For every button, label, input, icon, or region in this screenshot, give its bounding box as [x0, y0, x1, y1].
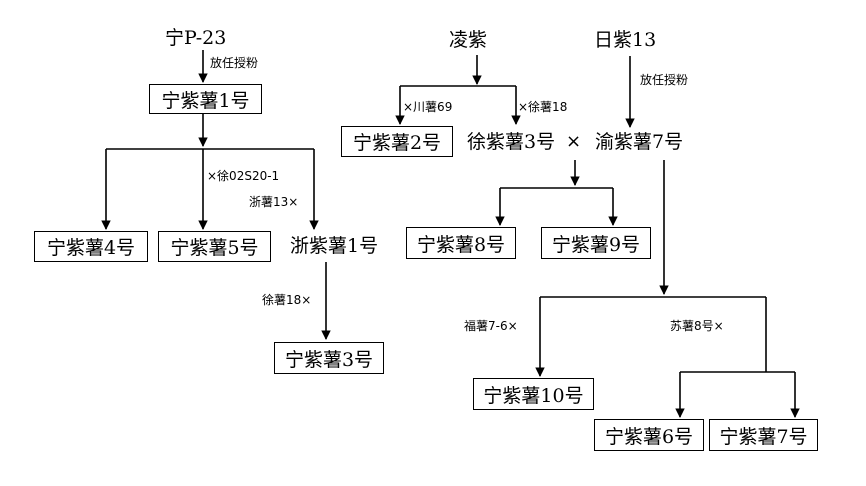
label-xushu-18-x: 徐薯18×: [262, 293, 312, 307]
node-ning-zi-9: 宁紫薯9号: [541, 227, 651, 259]
label-x-chuanshu-69: ×川薯69: [403, 100, 453, 114]
node-ning-zi-6: 宁紫薯6号: [594, 419, 704, 451]
node-yu-zi-7: 渝紫薯7号: [595, 131, 684, 153]
label-open-pollination-left: 放任授粉: [210, 56, 259, 70]
label-sushu-8-x: 苏薯8号×: [670, 319, 724, 333]
label-fushu-7-6-x: 福薯7-6×: [464, 319, 518, 333]
node-ling-zi: 凌紫: [449, 29, 488, 51]
label-x-xushu-18: ×徐薯18: [518, 100, 568, 114]
node-ning-zi-1: 宁紫薯1号: [149, 84, 262, 114]
node-ning-p23: 宁P-23: [165, 27, 227, 49]
node-ning-zi-5: 宁紫薯5号: [158, 231, 271, 262]
label-zheshu-13-x: 浙薯13×: [249, 195, 299, 209]
node-ning-zi-2: 宁紫薯2号: [341, 126, 453, 157]
node-xu-zi-3: 徐紫薯3号: [467, 131, 556, 153]
label-x-xu-02s20-1: ×徐02S20-1: [207, 169, 280, 183]
node-ri-zi-13: 日紫13: [594, 29, 657, 51]
node-ning-zi-7: 宁紫薯7号: [709, 419, 818, 451]
label-open-pollination-right: 放任授粉: [640, 73, 689, 87]
node-ning-zi-3: 宁紫薯3号: [274, 342, 384, 374]
node-ning-zi-4: 宁紫薯4号: [34, 231, 148, 262]
node-zhe-zi-1: 浙紫薯1号: [290, 235, 379, 257]
node-ning-zi-10: 宁紫薯10号: [473, 378, 594, 410]
node-ning-zi-8: 宁紫薯8号: [406, 227, 516, 259]
cross-symbol: ×: [566, 131, 582, 152]
